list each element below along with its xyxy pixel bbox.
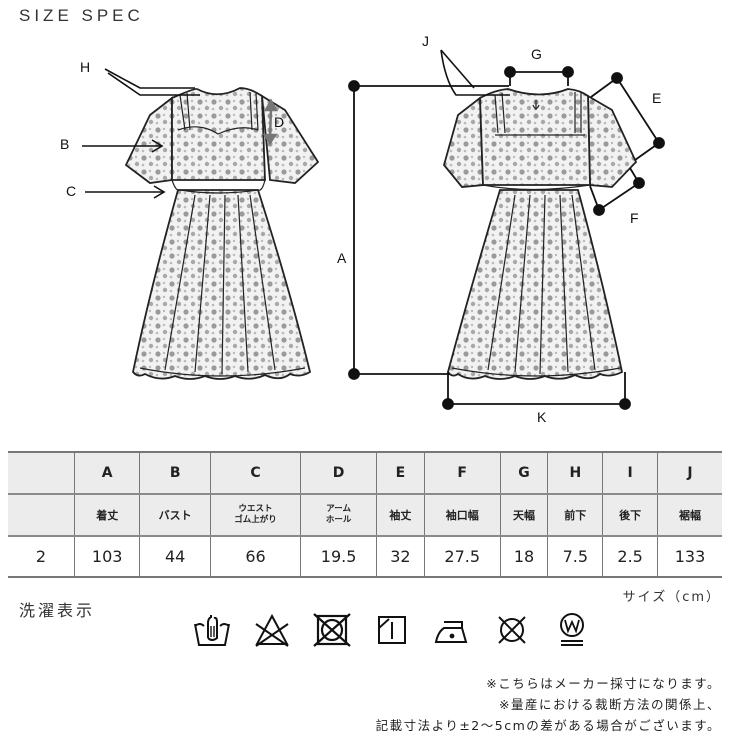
size-spec-table: A B C D E F G H I J 着丈 バスト ウエスト ゴム上がり アー… [8,451,722,578]
header-cell: C [209,451,302,495]
value-cell: 66 [209,536,302,578]
label-d: D [274,114,285,130]
header-cell: 前下 [547,494,604,537]
value-cell: 7.5 [547,536,604,578]
header-cell: 後下 [602,494,659,537]
note-line: ※こちらはメーカー採寸になります。 [486,676,721,691]
label-e: E [652,90,662,106]
value-cell: 103 [73,536,141,578]
label-k: K [537,409,547,425]
value-cell: 2.5 [602,536,659,578]
no-bleach-icon [242,608,302,652]
care-label-title: 洗濯表示 [19,601,96,620]
value-cell: 19.5 [300,536,378,578]
header-cell: I [602,451,659,495]
label-c: C [66,183,77,199]
value-cell: 27.5 [423,536,501,578]
header-cell: H [547,451,604,495]
header-cell [8,494,75,537]
header-cell: D [300,451,378,495]
header-cell: 裾幅 [657,494,722,537]
header-cell: E [376,451,425,495]
wet-clean-very-gentle-icon [542,608,602,652]
no-dry-clean-icon [482,608,542,652]
notes: ※こちらはメーカー採寸になります。 ※量産における裁断方法の関係上、 記載寸法よ… [376,673,721,736]
value-cell: 44 [139,536,211,578]
table-row: 2 103 44 66 19.5 32 27.5 18 7.5 2.5 133 [8,536,722,578]
care-symbols [182,608,602,652]
label-j: J [422,33,429,49]
size-cell: 2 [8,536,75,578]
header-cell: A [73,451,141,495]
dress-back-illustration [443,88,638,380]
dress-diagram [82,49,665,410]
header-cell: ウエスト ゴム上がり [209,494,302,537]
label-f: F [630,210,639,226]
table-header-names: 着丈 バスト ウエスト ゴム上がり アーム ホール 袖丈 袖口幅 天幅 前下 後… [8,494,722,537]
note-line: 記載寸法より±2〜5cmの差がある場合がございます。 [375,718,721,733]
header-cell: G [499,451,549,495]
header-cell: J [657,451,722,495]
label-a: A [337,250,347,266]
note-line: ※量産における裁断方法の関係上、 [499,697,721,712]
header-cell: アーム ホール [300,494,378,537]
label-b: B [60,136,70,152]
header-cell: バスト [139,494,211,537]
header-cell: 袖口幅 [423,494,501,537]
hand-wash-icon [182,608,242,652]
value-cell: 18 [499,536,549,578]
header-cell: 袖丈 [376,494,425,537]
no-tumble-dry-icon [302,608,362,652]
header-cell: F [423,451,501,495]
dress-front-illustration [124,87,320,380]
header-cell: 天幅 [499,494,549,537]
header-cell: 着丈 [73,494,141,537]
table-header-letters: A B C D E F G H I J [8,451,722,495]
page-title: SIZE SPEC [19,6,144,25]
label-h: H [80,59,91,75]
header-cell [8,451,75,495]
unit-label: サイズ（cm） [622,590,721,605]
line-dry-shade-icon [362,608,422,652]
value-cell: 133 [657,536,722,578]
header-cell: B [139,451,211,495]
iron-low-icon [422,608,482,652]
label-g: G [531,46,542,62]
value-cell: 32 [376,536,425,578]
